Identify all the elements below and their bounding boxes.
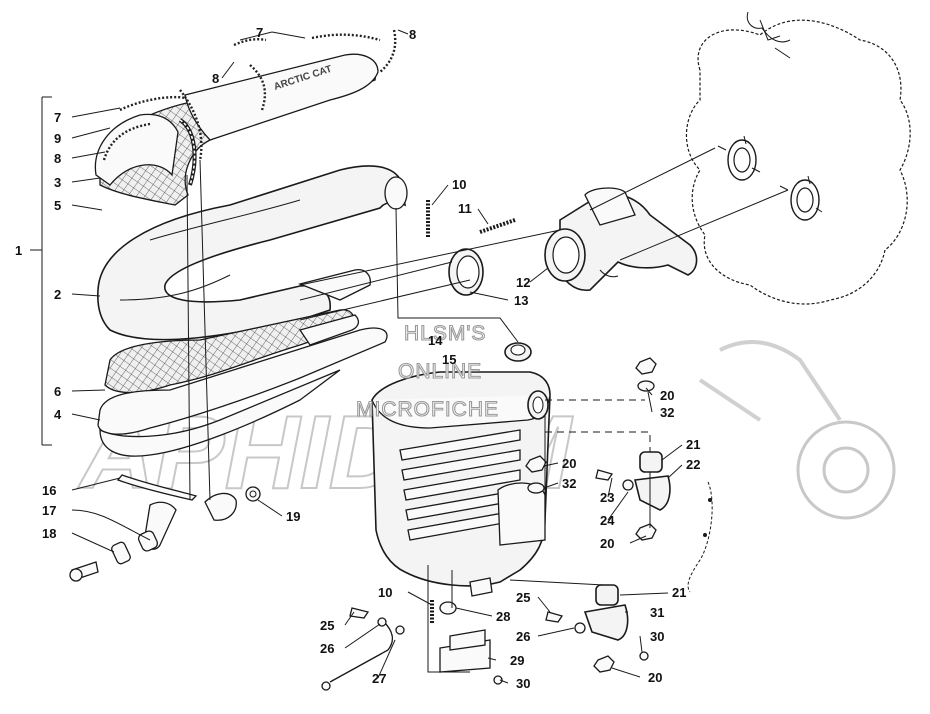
callout-26: 26 — [516, 629, 530, 644]
callout-11: 11 — [458, 201, 472, 216]
chassis-fragment — [687, 481, 713, 593]
callout-24: 24 — [600, 513, 615, 528]
watermark-line-2: ONLINE — [398, 360, 482, 383]
callout-20: 20 — [660, 388, 674, 403]
lower-heat-shield — [97, 309, 388, 457]
exhaust-gasket-ring — [448, 248, 484, 296]
mount-hardware-right — [439, 357, 671, 685]
callout-32: 32 — [562, 476, 576, 491]
callout-25: 25 — [516, 590, 530, 605]
callout-10: 10 — [378, 585, 392, 600]
callout-26: 26 — [320, 641, 334, 656]
callout-8: 8 — [212, 71, 219, 86]
mount-bracket-left — [69, 474, 261, 582]
callout-7: 7 — [54, 110, 61, 125]
callout-29: 29 — [510, 653, 524, 668]
watermark-line-3: MICROFICHE — [356, 398, 499, 421]
expansion-pipe — [97, 165, 408, 341]
callout-8: 8 — [54, 151, 61, 166]
callout-30: 30 — [650, 629, 664, 644]
exhaust-port-upper — [717, 135, 761, 181]
callout-12: 12 — [516, 275, 530, 290]
callout-7: 7 — [256, 25, 263, 40]
exhaust-manifold — [544, 187, 698, 291]
callout-30: 30 — [516, 676, 530, 691]
callout-10: 10 — [452, 177, 466, 192]
callout-20: 20 — [562, 456, 576, 471]
callout-8: 8 — [409, 27, 416, 42]
callout-6: 6 — [54, 384, 61, 399]
callout-23: 23 — [600, 490, 614, 505]
callout-4: 4 — [54, 407, 62, 422]
callout-25: 25 — [320, 618, 334, 633]
callout-13: 13 — [514, 293, 528, 308]
upper-heat-shield: ARCTIC CAT — [94, 29, 397, 206]
callout-27: 27 — [372, 671, 386, 686]
callout-22: 22 — [686, 457, 700, 472]
exhaust-port-lower — [779, 175, 823, 221]
callout-28: 28 — [496, 609, 510, 624]
callout-16: 16 — [42, 483, 56, 498]
callout-31: 31 — [650, 605, 664, 620]
callout-32: 32 — [660, 405, 674, 420]
callout-9: 9 — [54, 131, 61, 146]
exhaust-springs — [426, 200, 516, 624]
watermark-line-1: HLSM'S — [404, 322, 486, 345]
callout-3: 3 — [54, 175, 61, 190]
callout-21: 21 — [672, 585, 686, 600]
callout-19: 19 — [286, 509, 300, 524]
callout-5: 5 — [54, 198, 61, 213]
leader-lines — [30, 29, 789, 684]
callout-14: 14 — [428, 333, 443, 348]
callout-20: 20 — [600, 536, 614, 551]
callout-labels: 7 8 8 7 9 8 3 5 1 2 6 4 16 17 18 19 10 1… — [15, 25, 700, 691]
callout-20: 20 — [648, 670, 662, 685]
callout-18: 18 — [42, 526, 56, 541]
callout-2: 2 — [54, 287, 61, 302]
watermark-text: HLSM'S ONLINE MICROFICHE — [355, 321, 499, 421]
callout-17: 17 — [42, 503, 56, 518]
silencer — [371, 342, 551, 597]
callout-1: 1 — [15, 243, 22, 258]
callout-21: 21 — [686, 437, 700, 452]
callout-15: 15 — [442, 352, 456, 367]
engine-outline — [685, 11, 911, 305]
